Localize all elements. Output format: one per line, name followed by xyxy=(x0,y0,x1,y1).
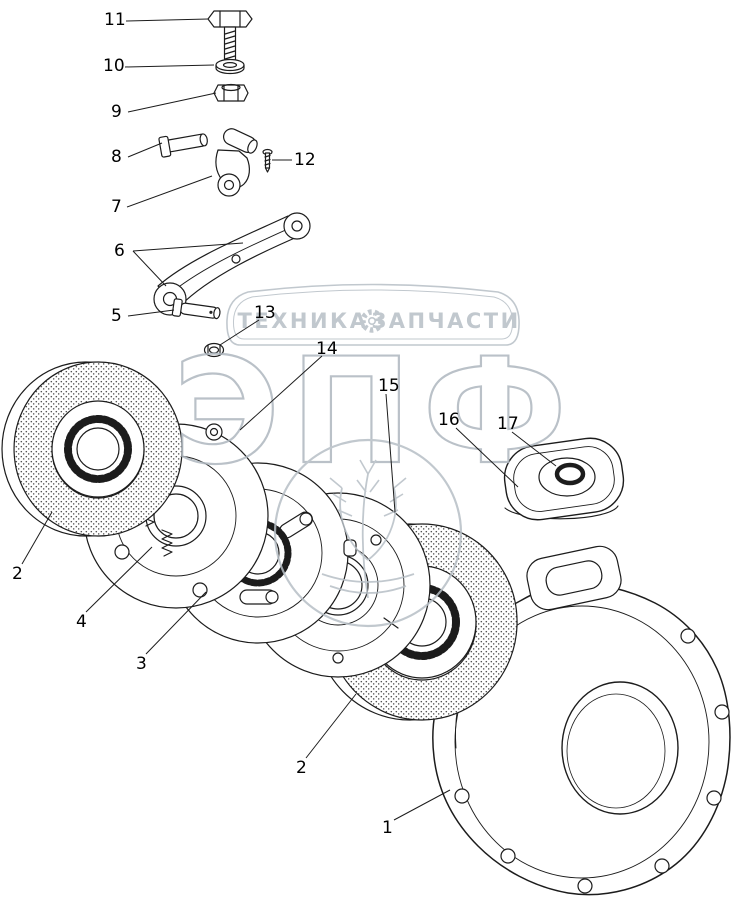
part-bolt xyxy=(207,10,253,64)
watermark-emblem xyxy=(273,438,463,628)
part-washer xyxy=(215,58,245,75)
callout-2-mid: 2 xyxy=(296,758,307,778)
watermark-word-right: ЗАПЧАСТИ xyxy=(371,309,520,333)
callout-10: 10 xyxy=(103,56,125,76)
callout-12: 12 xyxy=(294,150,316,170)
callout-4: 4 xyxy=(76,612,87,632)
callout-11: 11 xyxy=(104,10,126,30)
callout-7: 7 xyxy=(111,197,122,217)
part-screw-small xyxy=(262,148,273,173)
callout-6: 6 xyxy=(114,241,125,261)
callout-3: 3 xyxy=(136,654,147,674)
callout-8: 8 xyxy=(111,147,122,167)
part-friction-disc-left xyxy=(1,361,183,537)
callout-9: 9 xyxy=(111,102,122,122)
callout-16: 16 xyxy=(438,410,460,430)
gear-icon xyxy=(360,309,384,333)
part-cap xyxy=(503,437,625,521)
part-nut-lower xyxy=(203,342,225,358)
callout-5: 5 xyxy=(111,306,122,326)
callout-17: 17 xyxy=(497,414,519,434)
watermark-banner xyxy=(226,283,520,346)
callout-2-left: 2 xyxy=(12,564,23,584)
leader-lines xyxy=(21,18,557,821)
watermark-word-left: ТЕХНИКА xyxy=(238,309,369,333)
callout-13: 13 xyxy=(254,303,276,323)
watermark-logo-text: ЭПФ xyxy=(173,327,577,497)
callout-15: 15 xyxy=(378,376,400,396)
part-nut-upper xyxy=(213,83,249,102)
part-pin-lower xyxy=(171,298,221,320)
part-lever xyxy=(153,212,311,316)
watermark-layer: ТЕХНИКА ЗАПЧАСТИ ЭПФ xyxy=(172,283,577,628)
part-yoke xyxy=(215,128,258,197)
callout-14: 14 xyxy=(316,339,338,359)
callout-1: 1 xyxy=(382,818,393,838)
part-pin-upper xyxy=(158,133,208,158)
